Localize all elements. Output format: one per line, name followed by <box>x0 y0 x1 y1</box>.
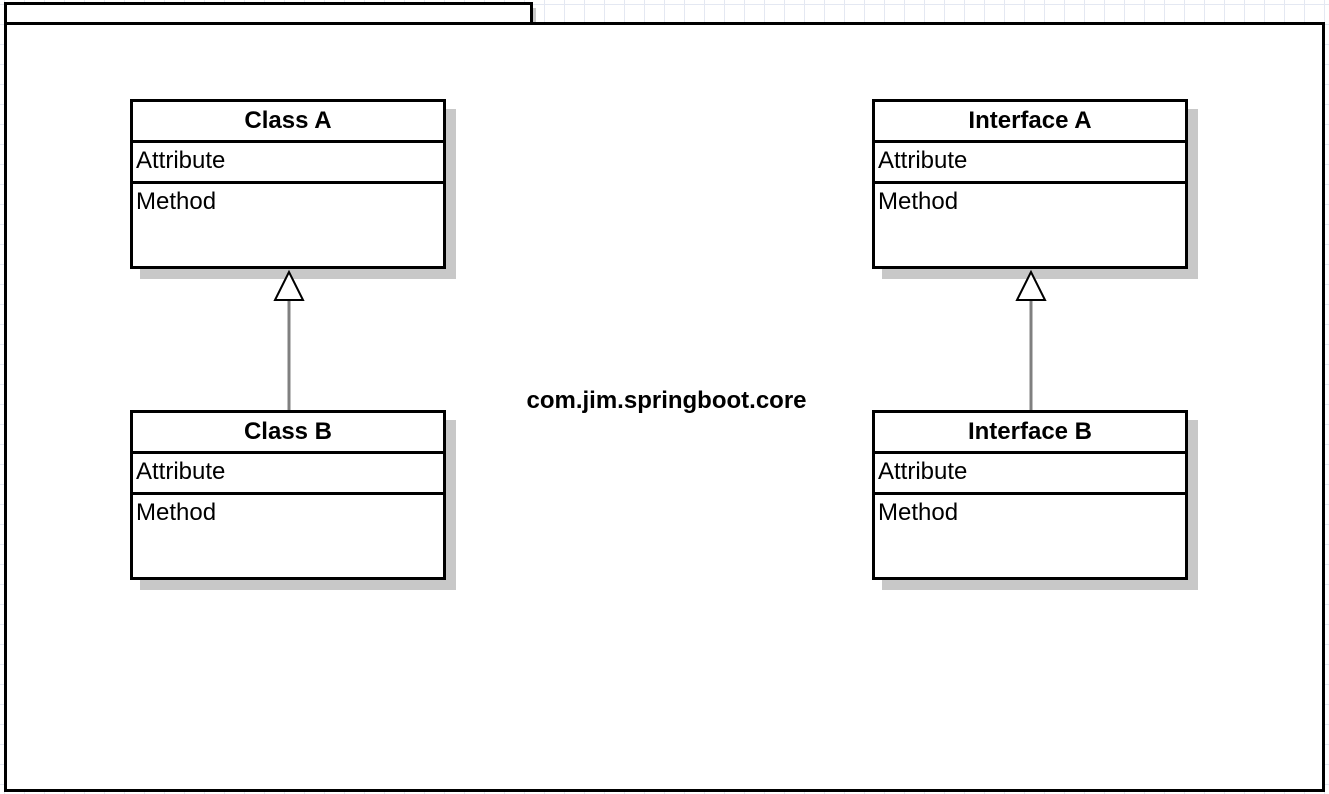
class-method: Method <box>136 499 217 526</box>
uml-class-interface-b[interactable]: Interface B Attribute Method <box>872 410 1188 580</box>
class-attribute: Attribute <box>133 143 443 184</box>
generalization-interface-b-to-interface-a[interactable] <box>1015 269 1047 410</box>
uml-class-class-a[interactable]: Class A Attribute Method <box>130 99 446 269</box>
package-tab[interactable] <box>4 2 533 23</box>
uml-class-interface-a[interactable]: Interface A Attribute Method <box>872 99 1188 269</box>
package-name: com.jim.springboot.core <box>526 387 807 414</box>
class-attribute: Attribute <box>875 454 1185 495</box>
class-method: Method <box>878 499 959 526</box>
class-method: Method <box>136 188 217 215</box>
class-method: Method <box>878 188 959 215</box>
generalization-class-b-to-class-a[interactable] <box>273 269 305 410</box>
class-attribute: Attribute <box>875 143 1185 184</box>
class-name: Interface A <box>875 102 1185 143</box>
class-name: Class B <box>133 413 443 454</box>
uml-class-class-b[interactable]: Class B Attribute Method <box>130 410 446 580</box>
class-name: Class A <box>133 102 443 143</box>
class-attribute: Attribute <box>133 454 443 495</box>
class-name: Interface B <box>875 413 1185 454</box>
